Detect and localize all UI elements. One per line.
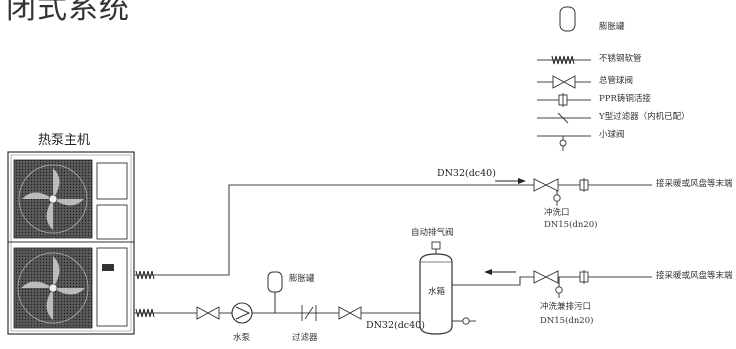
pipe-size-top-label: DN32(dc40) (437, 168, 496, 179)
auto-air-vent-label: 自动排气阀 (411, 228, 454, 238)
legend-small-ball-valve-icon (537, 135, 591, 151)
auto-air-vent (431, 241, 441, 250)
upper-fan-grille (13, 159, 93, 239)
flow-arrow-top (495, 178, 526, 184)
side-panel-top (96, 162, 128, 200)
legend-y-filter-icon (537, 112, 591, 124)
small-ball-valve-flush-drain (555, 286, 563, 298)
heat-pump-label: 热泵主机 (38, 133, 91, 148)
legend-ppr-union-label: PPR铸铜活接 (599, 94, 651, 104)
expansion-tank-label: 膨胀罐 (289, 274, 315, 284)
terminal-bottom-label: 接采暖或风盘等末端 (656, 271, 733, 281)
pipe-size-bottom-label: DN32(dc40) (366, 320, 425, 331)
stainless-hose-top (134, 270, 155, 280)
water-tank-label: 水箱 (428, 287, 446, 297)
side-panel-middle (96, 204, 128, 240)
filter-label: 过滤器 (292, 333, 318, 343)
main-ball-valve-tank-line (338, 306, 362, 320)
legend-expansion-tank-icon (559, 6, 576, 32)
main-ball-valve-unit-line (196, 306, 220, 320)
pipework (155, 184, 652, 322)
legend-stainless-hose-icon (537, 55, 591, 65)
page-title: 闭式系统 (6, 0, 130, 26)
flush-port-size-label: DN15(dn20) (544, 220, 598, 230)
flush-drain-size-label: DN15(dn20) (540, 316, 594, 326)
legend-y-filter-label: Y型过滤器（内机已配） (599, 112, 690, 122)
legend-stainless-hose-label: 不锈钢软管 (599, 54, 642, 64)
legend-main-ball-valve-icon (537, 75, 591, 89)
terminal-top-label: 接采暖或风盘等末端 (656, 179, 733, 189)
main-ball-valve-bottom (533, 270, 559, 284)
water-tank (419, 253, 453, 335)
expansion-tank (267, 271, 283, 293)
y-filter (301, 305, 317, 321)
flush-drain-port-label: 冲洗兼排污口 (540, 302, 592, 312)
ppr-union-top (579, 178, 589, 192)
legend-ppr-union-icon (537, 93, 591, 107)
main-ball-valve-top (533, 178, 559, 192)
side-panel-bottom (96, 247, 128, 327)
heat-pump-unit (7, 151, 135, 335)
legend-expansion-tank-label: 膨胀罐 (599, 22, 625, 32)
stainless-hose-bottom (134, 308, 155, 318)
legend-main-ball-valve-label: 总管球阀 (599, 76, 634, 86)
small-ball-valve-tank-drain (462, 317, 476, 325)
water-pump-label: 水泵 (233, 333, 251, 343)
control-display (102, 264, 114, 271)
small-ball-valve-flush (553, 194, 561, 206)
lower-fan-grille (13, 247, 93, 329)
water-pump (231, 302, 253, 324)
flush-port-label: 冲洗口 (544, 208, 570, 218)
legend-symbols (537, 6, 591, 151)
flow-arrow-bottom (484, 269, 516, 275)
ppr-union-bottom (579, 270, 589, 284)
legend-small-ball-valve-label: 小球阀 (599, 130, 625, 140)
